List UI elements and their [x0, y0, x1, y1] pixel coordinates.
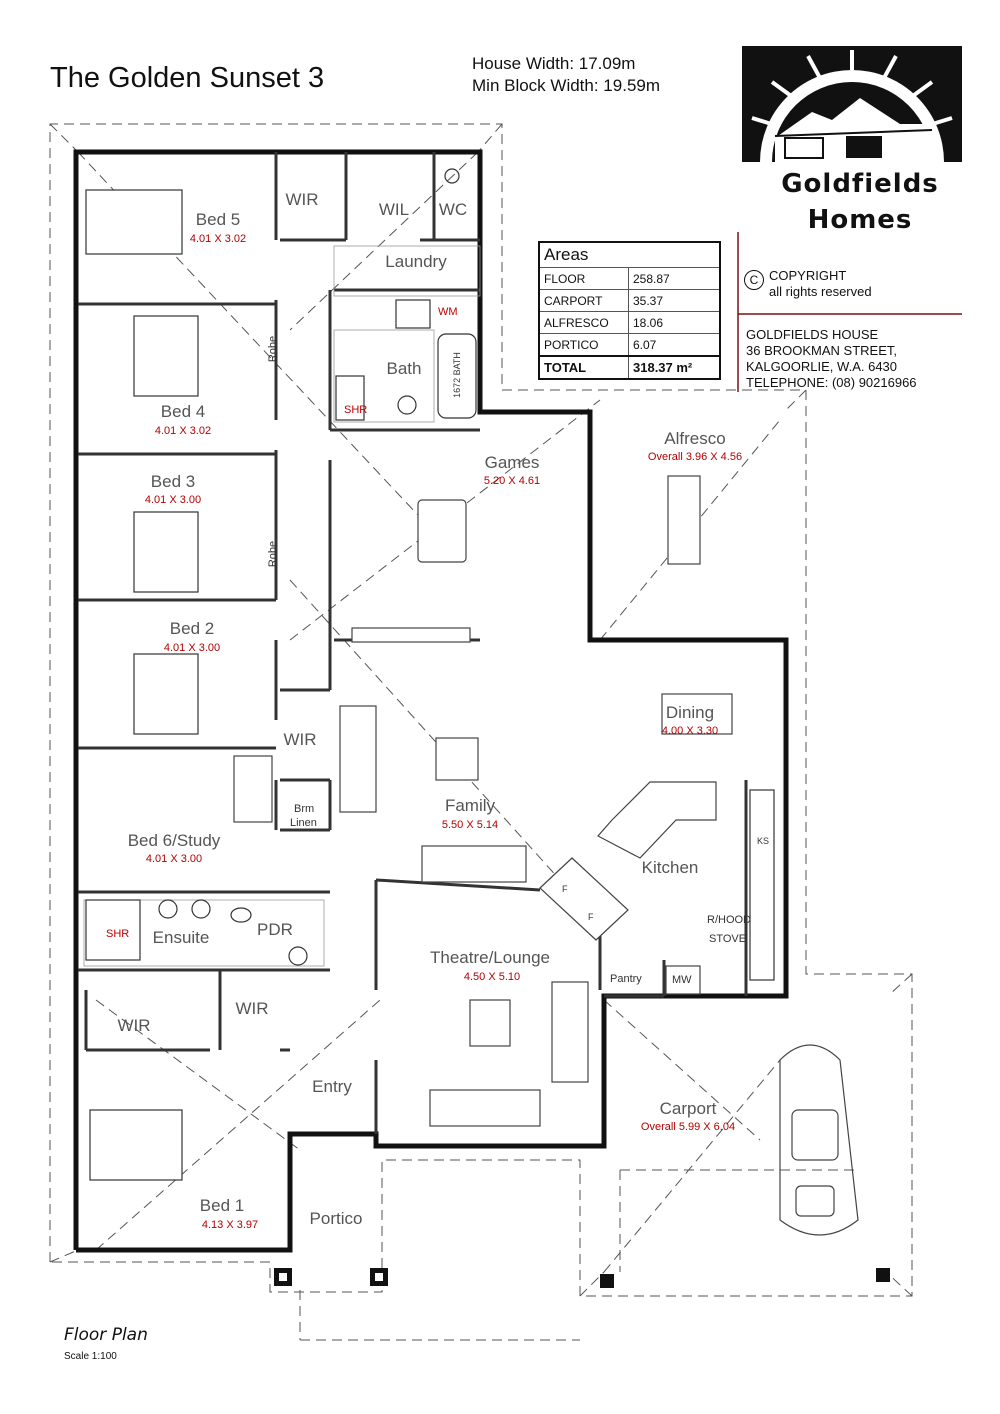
house-dimensions: House Width: 17.09m Min Block Width: 19.…	[472, 53, 660, 97]
beds	[85, 189, 199, 1181]
room-size-bed3: 4.01 X 3.00	[144, 494, 202, 506]
linen-label-1: Brm	[294, 803, 315, 815]
room-size-dining: 4.00 X 3.30	[661, 725, 719, 737]
eave-outline	[49, 123, 913, 1341]
room-label-laundry: Laundry	[385, 252, 447, 271]
room-size-bed6-study: 4.01 X 3.00	[145, 853, 203, 865]
room-label-bed6-study: Bed 6/Study	[127, 831, 221, 850]
address-line: TELEPHONE: (08) 90216966	[746, 375, 917, 390]
areas-heading: Areas	[538, 241, 721, 268]
fixtures	[85, 168, 775, 981]
wil-label: WIL	[378, 200, 410, 219]
room-size-theatre-lounge: 4.50 X 5.10	[463, 971, 521, 983]
washing-machine-label: WM	[438, 306, 458, 318]
area-value: 18.06	[628, 311, 721, 334]
wir-label: WIR	[285, 190, 319, 209]
room-label-ensuite: Ensuite	[152, 928, 210, 947]
columns	[274, 1268, 890, 1288]
room-label-bath: Bath	[386, 359, 422, 378]
company-address: GOLDFIELDS HOUSE 36 BROOKMAN STREET, KAL…	[746, 327, 917, 391]
room-size-bed4: 4.01 X 3.02	[154, 425, 212, 437]
wc-label: WC	[438, 200, 468, 219]
room-size-bed1: 4.13 X 3.97	[201, 1219, 259, 1231]
room-label-bed1: Bed 1	[199, 1196, 245, 1215]
min-block-width: Min Block Width: 19.59m	[472, 76, 661, 95]
car-outline	[779, 1044, 859, 1236]
plan-title: The Golden Sunset 3	[50, 62, 325, 94]
rangehood-label: R/HOOD	[707, 914, 751, 926]
internal-walls	[78, 152, 748, 1134]
copyright-line-1: COPYRIGHT	[769, 268, 847, 283]
address-line: GOLDFIELDS HOUSE	[746, 327, 879, 342]
total-value: 318.37 m²	[628, 355, 721, 380]
room-size-bed2: 4.01 X 3.00	[163, 642, 221, 654]
shower-label: SHR	[106, 928, 130, 940]
kitchen-sink-label: KS	[757, 836, 770, 846]
address-line: 36 BROOKMAN STREET,	[746, 343, 897, 358]
address-line: KALGOORLIE, W.A. 6430	[746, 359, 898, 374]
wir-label: WIR	[235, 999, 269, 1018]
room-size-alfresco: Overall 3.96 X 4.56	[647, 451, 743, 463]
info-block-rules	[737, 232, 962, 392]
linen-label-2: Linen	[290, 817, 317, 829]
wir-label: WIR	[117, 1016, 151, 1035]
room-label-theatre-lounge: Theatre/Lounge	[429, 948, 551, 967]
area-value: 35.37	[628, 289, 721, 312]
goldfields-logo	[742, 46, 962, 162]
area-label: CARPORT	[538, 289, 629, 312]
room-label-bed2: Bed 2	[169, 619, 215, 638]
room-label-pdr: PDR	[257, 920, 293, 939]
robe-label: Robe	[267, 540, 280, 568]
room-label-entry: Entry	[312, 1077, 352, 1096]
wir-label: WIR	[283, 730, 317, 749]
room-label-carport: Carport	[659, 1099, 717, 1118]
total-label: TOTAL	[538, 355, 629, 380]
furniture	[233, 475, 733, 1127]
room-label-kitchen: Kitchen	[641, 858, 699, 877]
copyright-line-2: all rights reserved	[769, 284, 872, 299]
brand-name: Goldfields Homes	[760, 166, 960, 238]
fridge-label: F	[588, 912, 594, 922]
area-label: ALFRESCO	[538, 311, 629, 334]
plan-footer-title: Floor Plan	[64, 1325, 148, 1345]
table-row-total: TOTAL 318.37 m²	[538, 355, 721, 380]
table-row: ALFRESCO 18.06	[538, 311, 721, 334]
bath-tub-label: 1672 BATH	[451, 352, 462, 398]
stove-label: STOVE	[709, 933, 747, 945]
room-label-family: Family	[444, 796, 496, 815]
area-label: PORTICO	[538, 333, 629, 357]
table-row: CARPORT 35.37	[538, 289, 721, 312]
house-width: House Width: 17.09m	[472, 54, 636, 73]
table-row: FLOOR 258.87	[538, 267, 721, 290]
area-value: 6.07	[628, 333, 721, 357]
fridge-label: F	[562, 884, 568, 894]
areas-table: Areas FLOOR 258.87 CARPORT 35.37 ALFRESC…	[538, 241, 721, 380]
room-size-games: 5.20 X 4.61	[483, 475, 541, 487]
room-label-alfresco: Alfresco	[664, 429, 726, 448]
room-label-bed5: Bed 5	[195, 210, 241, 229]
plan-scale: Scale 1:100	[64, 1351, 117, 1362]
robe-label: Robe	[267, 335, 280, 363]
table-row: PORTICO 6.07	[538, 333, 721, 357]
room-size-carport: Overall 5.99 X 6.04	[640, 1121, 736, 1133]
room-label-bed3: Bed 3	[150, 472, 196, 491]
room-label-portico: Portico	[309, 1209, 363, 1228]
room-label-dining: Dining	[665, 703, 715, 722]
room-label-bed4: Bed 4	[160, 402, 206, 421]
room-size-family: 5.50 X 5.14	[441, 819, 499, 831]
brand-line-1: Goldfields	[781, 169, 939, 199]
brand-line-2: Homes	[807, 205, 913, 235]
area-value: 258.87	[628, 267, 721, 290]
shower-label: SHR	[344, 404, 368, 416]
copyright-notice: COPYRIGHT all rights reserved	[769, 268, 872, 300]
room-size-bed5: 4.01 X 3.02	[189, 233, 247, 245]
room-label-pantry: Pantry	[610, 973, 642, 985]
area-label: FLOOR	[538, 267, 629, 290]
microwave-label: MW	[672, 974, 692, 986]
room-label-games: Games	[484, 453, 540, 472]
copyright-icon: C	[744, 270, 764, 290]
